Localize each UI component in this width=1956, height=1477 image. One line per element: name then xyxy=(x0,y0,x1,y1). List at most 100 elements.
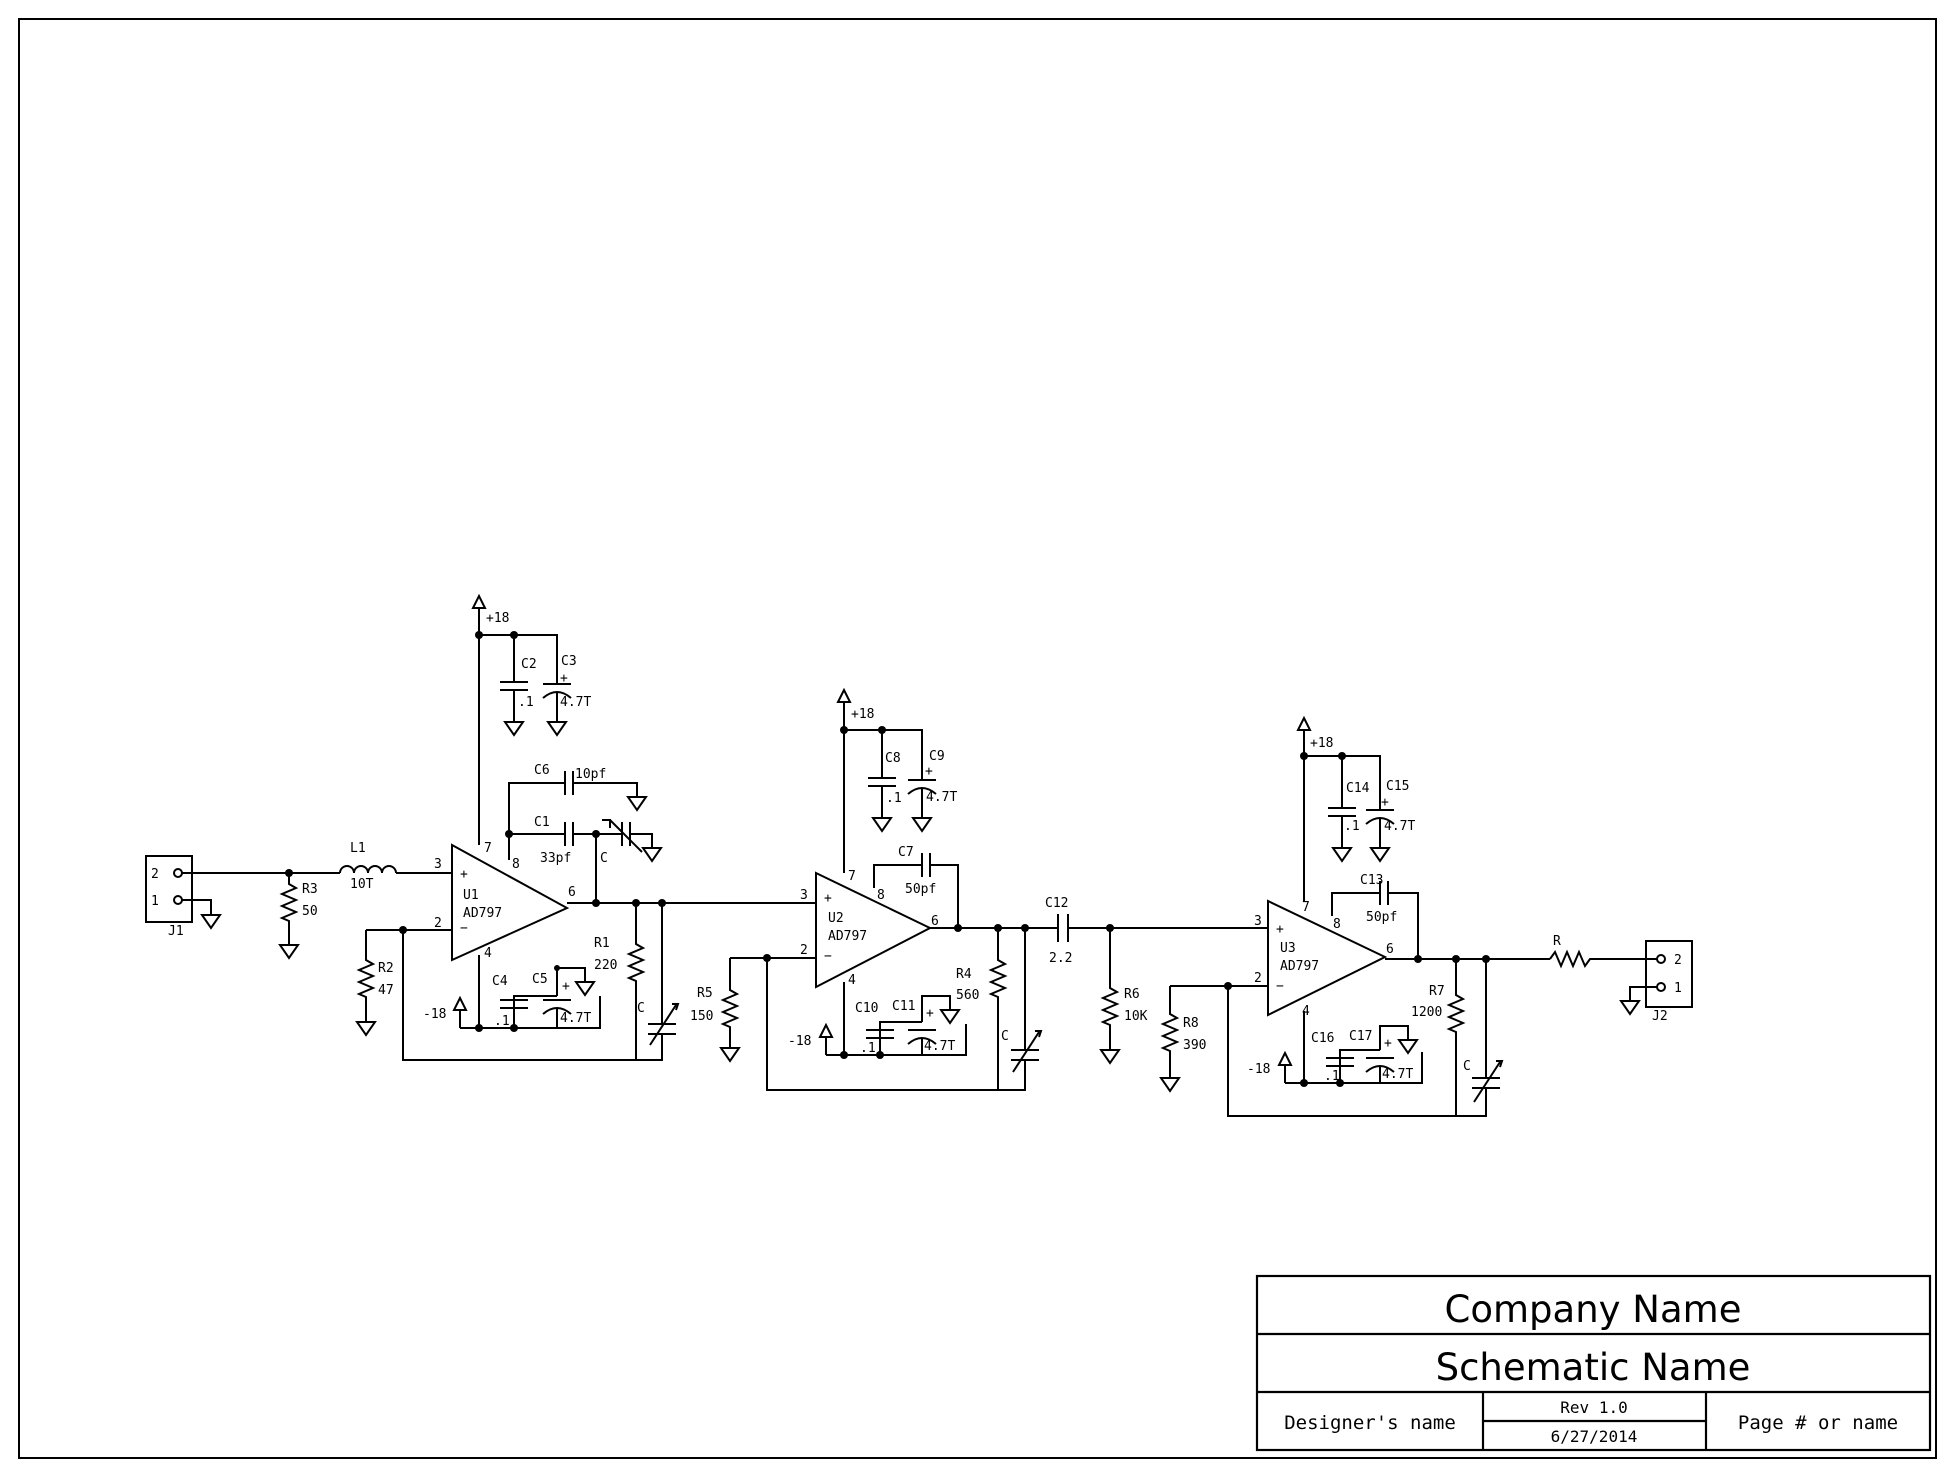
c1-value-label: 33pf xyxy=(540,851,571,866)
resistor-r8 xyxy=(1160,986,1180,1078)
j1-pin2-label: 2 xyxy=(151,867,159,882)
c5-value-label: 4.7T xyxy=(560,1011,591,1026)
capacitor-c1 xyxy=(509,822,596,846)
trimmer-cap-u1-out xyxy=(649,1003,680,1046)
u3-pin2-label: 2 xyxy=(1254,971,1262,986)
c11-plus-label: + xyxy=(926,1006,934,1021)
ground-symbol xyxy=(278,944,300,960)
c8-ref-label: C8 xyxy=(885,751,901,766)
c14-value-label: .1 xyxy=(1344,819,1360,834)
c3-ref-label: C3 xyxy=(561,654,577,669)
u1-ref-label: U1 xyxy=(463,888,479,903)
capacitor-c3 xyxy=(542,672,572,722)
c13-value-label: 50pf xyxy=(1366,910,1397,925)
ground-symbol xyxy=(1619,1000,1641,1016)
c12-ref-label: C12 xyxy=(1045,896,1068,911)
capacitor-c2 xyxy=(500,635,528,722)
r3-value-label: 50 xyxy=(302,904,318,919)
opamp-u1: + − U1 AD797 3 2 6 7 8 4 xyxy=(434,841,576,962)
resistor-r2 xyxy=(356,930,376,1022)
c16-value-label: .1 xyxy=(1324,1069,1340,1084)
u1-minus-label: − xyxy=(460,921,468,936)
capacitor-c15 xyxy=(1365,800,1395,848)
r3-ref-label: R3 xyxy=(302,882,318,897)
ground-symbol xyxy=(200,914,222,930)
vcc-arrow xyxy=(1296,715,1312,756)
vee-arrow xyxy=(1277,1050,1304,1084)
capacitor-c7 xyxy=(873,853,959,928)
opamp-u2: + − U2 AD797 3 2 6 7 8 4 xyxy=(800,869,939,989)
u2-vplus-label: +18 xyxy=(851,707,874,722)
ground-symbol xyxy=(355,1021,377,1037)
u1-pin2-label: 2 xyxy=(434,916,442,931)
c9-value-label: 4.7T xyxy=(926,790,957,805)
ground-symbol xyxy=(1397,1039,1419,1055)
u3-minus-label: − xyxy=(1276,979,1284,994)
c2-ref-label: C2 xyxy=(521,657,537,672)
ground-symbol xyxy=(641,847,663,863)
capacitor-c8 xyxy=(868,730,896,818)
j2-pin1-label: 1 xyxy=(1674,981,1682,996)
capacitor-c4 xyxy=(500,995,557,1028)
ground-symbol xyxy=(1099,1049,1121,1065)
vee-arrow xyxy=(818,1022,844,1056)
title-block-company: Company Name xyxy=(1445,1288,1742,1331)
u3-pin7-label: 7 xyxy=(1302,900,1310,915)
capacitor-c16 xyxy=(1326,1049,1380,1083)
capacitor-c6 xyxy=(564,771,638,797)
ground-symbol xyxy=(871,817,893,833)
ground-symbol xyxy=(911,817,933,833)
title-block-page: Page # or name xyxy=(1738,1412,1898,1434)
c9-plus-label: + xyxy=(925,764,933,779)
c17-plus-label: + xyxy=(1384,1036,1392,1051)
r-out-ref-label: R xyxy=(1553,934,1561,949)
capacitor-c11 xyxy=(880,995,951,1056)
l1-ref-label: L1 xyxy=(350,841,366,856)
u3-ref-label: U3 xyxy=(1280,941,1296,956)
u2-pin2-label: 2 xyxy=(800,943,808,958)
capacitor-c13 xyxy=(1331,881,1419,959)
u2-pin4-label: 4 xyxy=(848,973,856,988)
capacitor-c5 xyxy=(514,967,586,1029)
resistor-r5 xyxy=(720,958,740,1048)
capacitor-c12 xyxy=(1045,914,1268,942)
connector-j2: 2 1 J2 xyxy=(1645,940,1693,1024)
title-block-designer: Designer's name xyxy=(1284,1412,1456,1434)
u1-part-label: AD797 xyxy=(463,906,502,921)
vcc-arrow xyxy=(836,687,852,730)
r1-ref-label: R1 xyxy=(594,936,610,951)
ground-symbol xyxy=(1159,1077,1181,1093)
c6-ref-label: C6 xyxy=(534,763,550,778)
r5-ref-label: R5 xyxy=(697,986,713,1001)
r4-ref-label: R4 xyxy=(956,967,972,982)
u1-vplus-label: +18 xyxy=(486,611,509,626)
r7-ref-label: R7 xyxy=(1429,984,1445,999)
title-block-date: 6/27/2014 xyxy=(1551,1427,1638,1446)
resistor-r3 xyxy=(279,873,299,945)
capacitor-c10 xyxy=(866,1021,922,1055)
c15-ref-label: C15 xyxy=(1386,779,1409,794)
ground-symbol xyxy=(719,1047,741,1063)
sheet-border xyxy=(18,18,1937,1459)
c17-ref-label: C17 xyxy=(1349,1029,1372,1044)
c10-value-label: .1 xyxy=(860,1041,876,1056)
trimmer-u2-out-label: C xyxy=(1001,1029,1009,1044)
c3-value-label: 4.7T xyxy=(560,695,591,710)
u2-minus-label: − xyxy=(824,949,832,964)
u1-pin8-label: 8 xyxy=(512,857,520,872)
c15-plus-label: + xyxy=(1381,795,1389,810)
j2-pin2-label: 2 xyxy=(1674,953,1682,968)
u1-pin3-label: 3 xyxy=(434,857,442,872)
inductor-l1 xyxy=(339,865,397,874)
c8-value-label: .1 xyxy=(886,791,902,806)
u3-vplus-label: +18 xyxy=(1310,736,1333,751)
trimmer-u3-out-label: C xyxy=(1463,1059,1471,1074)
capacitor-c14 xyxy=(1328,756,1356,848)
u3-pin4-label: 4 xyxy=(1302,1004,1310,1019)
c11-ref-label: C11 xyxy=(892,999,915,1014)
u1-pin6-label: 6 xyxy=(568,885,576,900)
capacitor-c17 xyxy=(1340,1025,1409,1084)
c10-ref-label: C10 xyxy=(855,1001,878,1016)
c7-ref-label: C7 xyxy=(898,845,914,860)
